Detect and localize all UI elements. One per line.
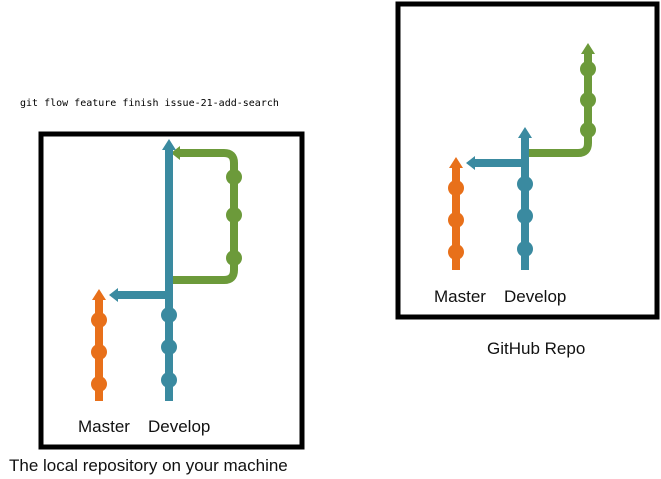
local-panel-frame — [38, 131, 305, 450]
develop-commit — [161, 339, 177, 355]
feature-arrowhead — [581, 43, 595, 54]
develop-arrowhead — [518, 127, 532, 138]
master-commit — [91, 344, 107, 360]
develop-commit — [517, 241, 533, 257]
master-label: Master — [78, 417, 130, 436]
master-commit — [448, 212, 464, 228]
master-commit — [448, 244, 464, 260]
feature-commit — [580, 122, 596, 138]
master-commit — [448, 180, 464, 196]
feature-commit — [580, 61, 596, 77]
github-repo-panel: Master Develop — [395, 1, 660, 320]
develop-to-master-arrowhead — [109, 288, 118, 302]
local-caption: The local repository on your machine — [9, 456, 288, 475]
master-label: Master — [434, 287, 486, 306]
github-caption: GitHub Repo — [487, 339, 585, 358]
command-text: git flow feature finish issue-21-add-sea… — [20, 98, 279, 109]
master-commit — [91, 376, 107, 392]
master-arrowhead — [92, 289, 106, 300]
github-panel-frame — [395, 1, 660, 320]
develop-label: Develop — [148, 417, 210, 436]
develop-arrowhead — [162, 139, 176, 150]
develop-commit — [161, 307, 177, 323]
master-commit — [91, 312, 107, 328]
master-arrowhead — [449, 157, 463, 168]
feature-commit — [226, 169, 242, 185]
develop-commit — [517, 176, 533, 192]
develop-commit — [161, 372, 177, 388]
feature-branch-line — [170, 149, 238, 284]
feature-commit — [226, 207, 242, 223]
develop-to-master-arrowhead — [466, 156, 475, 170]
develop-label: Develop — [504, 287, 566, 306]
feature-branch-line — [525, 54, 592, 157]
feature-commit — [226, 250, 242, 266]
local-repository-panel: Master Develop — [38, 131, 305, 450]
feature-arrowhead — [171, 146, 180, 160]
feature-commit — [580, 92, 596, 108]
develop-commit — [517, 208, 533, 224]
